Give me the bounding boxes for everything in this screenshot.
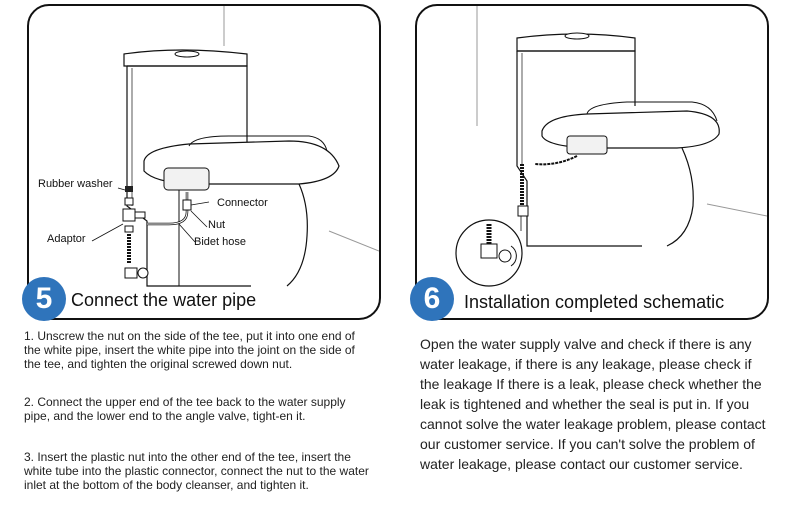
toilet-connection-illustration — [91, 6, 379, 287]
instruction-3: 3. Insert the plastic nut into the other… — [24, 450, 369, 492]
step-6-title: Installation completed schematic — [464, 292, 725, 312]
rubber-washer-label: Rubber washer — [38, 178, 113, 190]
nut-label: Nut — [208, 219, 226, 231]
step-6-panel — [415, 4, 769, 320]
installation-schematic-illustration — [455, 6, 767, 287]
instruction-1: 1. Unscrew the nut on the side of the te… — [24, 329, 355, 371]
step-6-description: Open the water supply valve and check if… — [420, 336, 766, 472]
step-5-badge: 5 — [22, 277, 66, 321]
connector-label: Connector — [217, 197, 268, 209]
adaptor-label: Adaptor — [47, 233, 86, 245]
instruction-2: 2. Connect the upper end of the tee back… — [24, 395, 346, 423]
step-5-title: Connect the water pipe — [71, 290, 257, 310]
step-6-badge: 6 — [410, 277, 454, 321]
bidet-hose-label: Bidet hose — [194, 236, 246, 248]
step-5-panel — [27, 4, 381, 320]
